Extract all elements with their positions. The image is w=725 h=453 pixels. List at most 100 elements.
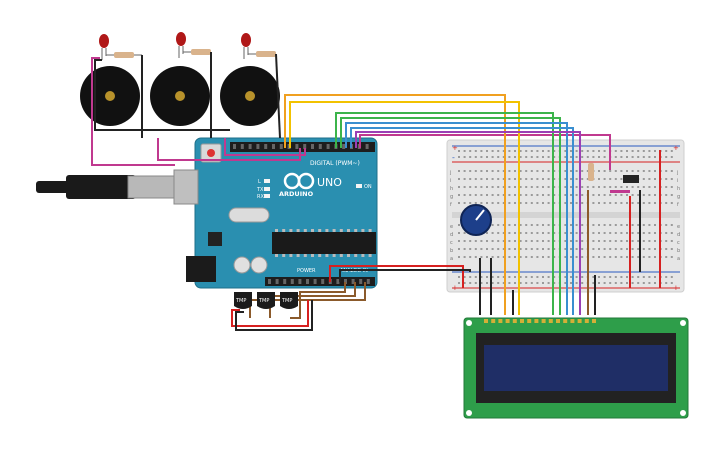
row-letter: h [677,186,680,192]
header-pin[interactable] [318,144,322,149]
lcd-pin-header [484,319,596,323]
row-letter: j [449,170,451,176]
lcd-pin[interactable] [592,319,596,323]
row-letter: b [450,248,453,254]
header-pin[interactable] [326,144,330,149]
lcd-screen [484,345,668,391]
row-letter: d [450,232,453,238]
potentiometer[interactable] [460,204,492,236]
header-pin[interactable] [240,144,244,149]
led-red[interactable] [99,34,109,60]
tmp-label: TMP [258,298,269,304]
on-led [356,184,362,188]
header-pin[interactable] [365,144,369,149]
piezo-buzzer[interactable] [220,66,280,126]
lcd-pin[interactable] [548,319,553,323]
row-letter: b [677,248,680,254]
header-pin[interactable] [303,144,307,149]
tmp36-sensor[interactable]: TMP [280,292,298,309]
brand-label: ARDUINO [279,190,314,198]
power-jack [186,256,216,282]
row-letter: c [450,240,453,246]
lcd-pin[interactable] [570,319,575,323]
lcd-pin[interactable] [491,319,496,323]
row-letter: a [450,256,453,262]
header-pin[interactable] [321,279,325,284]
reset-button-cap [207,149,215,157]
header-pin[interactable] [351,279,355,284]
lcd-pin[interactable] [484,319,488,323]
tx-led-label: TX [256,187,264,193]
row-letter: g [677,194,680,200]
power-analog-header [265,277,375,286]
lcd-pin[interactable] [512,319,517,323]
lcd-pin[interactable] [577,319,582,323]
lcd-pin[interactable] [498,319,503,323]
piezo-buzzer[interactable] [80,66,140,126]
row-letter: h [450,186,453,192]
header-pin[interactable] [342,144,346,149]
row-letter: f [677,202,679,208]
crystal-oscillator [228,207,270,223]
arduino-uno-board[interactable]: DIGITAL (PWM~) ARDUINO UNO ON L TX RX [173,137,378,289]
header-pin[interactable] [344,279,347,284]
header-pin[interactable] [264,144,268,149]
header-pin[interactable] [295,144,299,149]
header-pin[interactable] [256,144,260,149]
l-led-label: L [258,179,261,185]
header-pin[interactable] [359,279,363,284]
capacitor [233,256,251,274]
lcd-pin[interactable] [563,319,568,323]
header-pin[interactable] [313,279,317,284]
capacitor [250,256,268,274]
rail-plus-label-right: + [673,144,679,152]
rail-plus-label-bottom-right: + [673,284,679,292]
on-led-label: ON [364,184,372,190]
header-pin[interactable] [248,144,252,149]
header-pin[interactable] [298,279,302,284]
atmega-chip [272,232,376,254]
row-letter: i [677,178,678,184]
lcd-16x2[interactable] [463,317,689,419]
tmp36-sensor[interactable]: TMP [257,292,275,309]
resistor [248,51,276,57]
model-label: UNO [317,176,342,189]
lcd-pin[interactable] [556,319,560,323]
row-letter: a [677,256,680,262]
header-pin[interactable] [275,279,279,284]
row-letter: e [677,224,680,230]
header-pin[interactable] [306,279,309,284]
digital-header-label: DIGITAL (PWM~) [310,160,360,167]
usb-port [173,169,199,205]
lcd-pin[interactable] [584,319,589,323]
slide-switch[interactable] [610,175,639,193]
resistor [183,49,211,55]
header-pin[interactable] [279,144,283,149]
rx-led-label: RX [257,194,264,200]
header-pin[interactable] [290,279,294,284]
led-red[interactable] [176,32,186,58]
lcd-pin[interactable] [527,319,532,323]
piezo-buzzer[interactable] [150,66,210,126]
header-pin[interactable] [233,144,236,149]
header-pin[interactable] [283,279,287,284]
lcd-pin[interactable] [520,319,524,323]
header-pin[interactable] [336,279,340,284]
resistor [106,52,142,58]
header-pin[interactable] [366,279,370,284]
rx-led [264,194,270,198]
lcd-pin[interactable] [541,319,546,323]
header-pin[interactable] [268,279,271,284]
tmp36-sensor[interactable]: TMP [234,292,252,309]
lcd-pin[interactable] [534,319,539,323]
row-letter: i [450,178,451,184]
header-pin[interactable] [272,144,275,149]
lcd-pin[interactable] [505,319,510,323]
voltage-regulator [208,232,222,246]
header-pin[interactable] [311,144,314,149]
row-letter: j [676,170,678,176]
row-letter: e [450,224,453,230]
led-red[interactable] [241,33,251,59]
